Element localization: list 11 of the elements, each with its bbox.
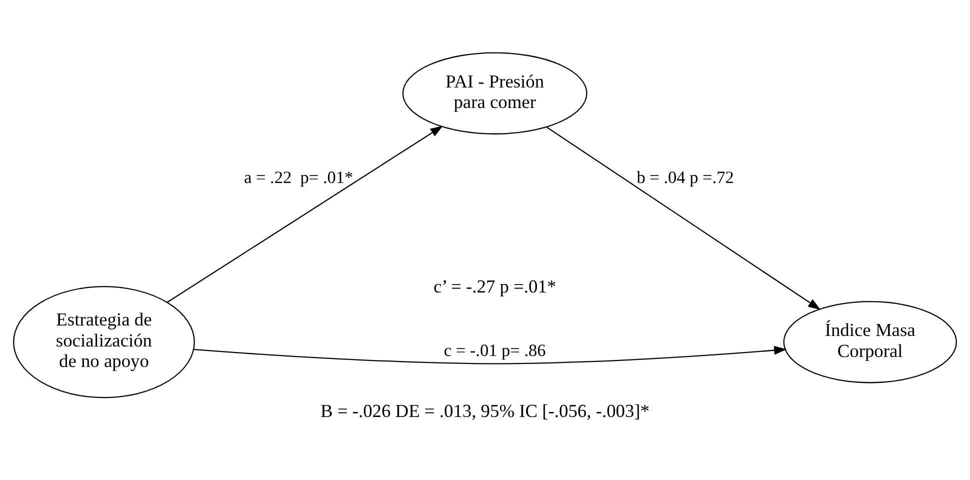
node-ellipse: Estrategia de socialización de no apoyo: [13, 286, 195, 398]
node-ellipse: PAI - Presión para comer: [402, 52, 588, 134]
caption: B = -.026 DE = .013, 95% IC [-.056, -.003]*: [320, 400, 650, 421]
arrow: [194, 346, 787, 364]
edge-label: c = -.01 p= .86: [444, 340, 546, 360]
arrow: [546, 126, 821, 310]
node-ellipse: Índice Masa Corporal: [783, 300, 957, 384]
edge-label: a = .22 p= .01*: [244, 168, 354, 188]
edge-label: b = .04 p =.72: [636, 168, 734, 188]
label: c’ = -.27 p =.01*: [434, 276, 556, 296]
arrow: [166, 126, 444, 303]
